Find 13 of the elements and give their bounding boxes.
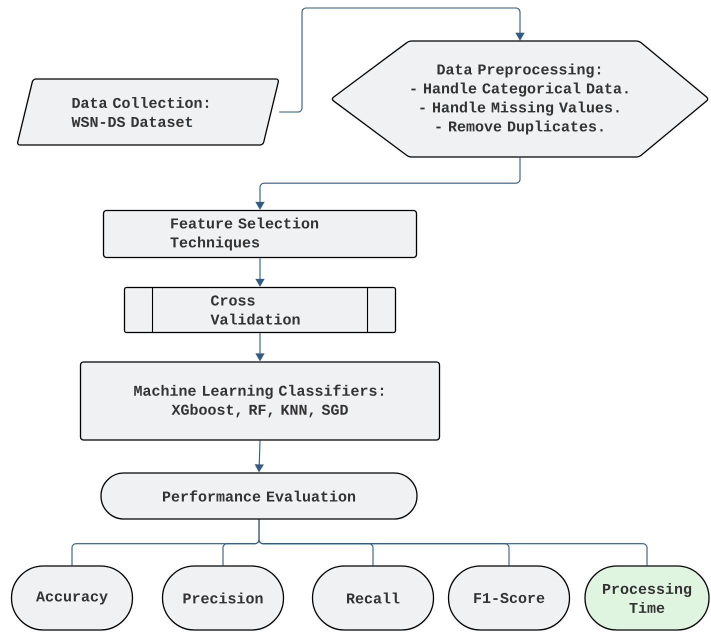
preparation-hexagon: Data Preprocessing: - Handle Categorical Data. - Handle Missing Values. - Remove Duplicates. (332, 40, 708, 158)
terminal-box: Recall (312, 565, 434, 631)
terminal-box: Accuracy (10, 565, 134, 631)
terminal-box: Processing Time (584, 565, 710, 631)
input-parallelogram: Data Collection: WSN-DS Dataset (16, 78, 280, 146)
process-box: Feature Selection Techniques (102, 210, 418, 258)
arrow (279, 7, 525, 113)
terminal-box: Precision (162, 565, 284, 631)
connector-line (258, 520, 648, 566)
process-box: Machine Learning Classifiers: XGboost, RF, KNN, SGD (80, 361, 440, 441)
terminal-box: F1-Score (448, 565, 570, 631)
terminal-box: Performance Evaluation (100, 472, 418, 520)
predefined-process-box: Cross Validation (124, 286, 396, 334)
